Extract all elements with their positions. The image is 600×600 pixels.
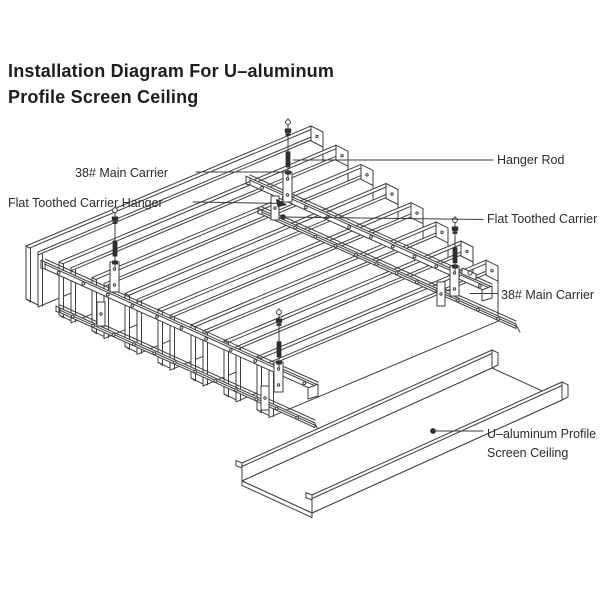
detached-u-profile [235,349,569,518]
leader-ftc-hanger-arrow [276,199,287,208]
leader-ftc-hanger [192,201,283,204]
main-carrier-1 [40,258,319,400]
carriers-group [40,174,521,432]
leader-lines [192,159,499,434]
label-u-aluminum-profile-line1: U–aluminum Profile [487,427,597,441]
page-title-line1: Installation Diagram For U–aluminum [8,61,335,81]
hanger-rod-bottom [260,308,284,411]
label-u-aluminum-profile: U–aluminum Profile Screen Ceiling [487,425,596,463]
label-main-carrier-left: 38# Main Carrier [75,166,169,180]
page-title-line2: Profile Screen Ceiling [8,87,199,107]
label-flat-toothed-carrier: Flat Toothed Carrier [487,212,598,226]
hanger-rod-left [96,206,120,327]
label-flat-toothed-carrier-hanger: Flat Toothed Carrier Hanger [8,196,163,210]
label-hanger-rod: Hanger Rod [497,153,565,167]
page-title: Installation Diagram For U–aluminum Prof… [8,58,334,110]
label-main-carrier-right: 38# Main Carrier [501,288,595,302]
leader-ftc [282,216,484,220]
hanger-rods-group [96,118,477,411]
hanger-rod-right [436,216,477,307]
label-u-aluminum-profile-line2: Screen Ceiling [487,446,569,460]
flat-toothed-carrier-2 [257,206,521,333]
